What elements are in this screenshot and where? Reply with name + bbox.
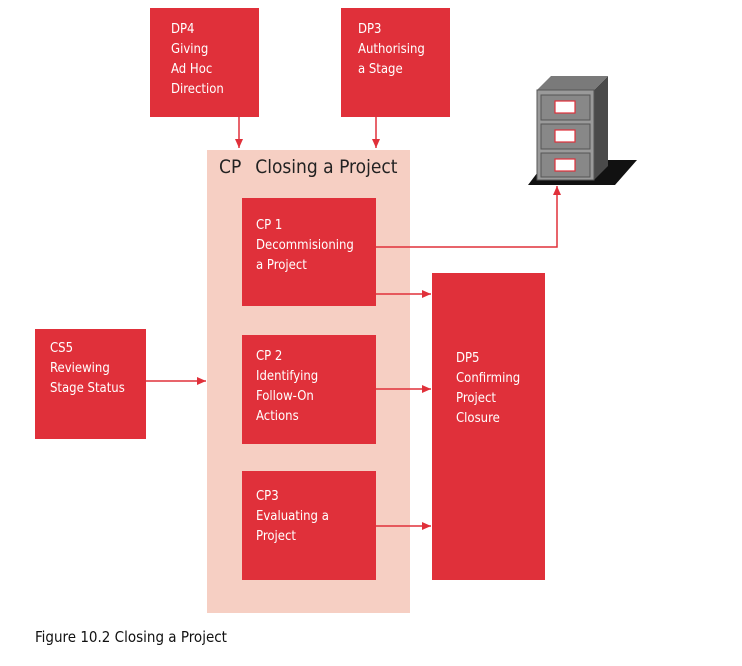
cp1-line-2: a Project bbox=[256, 258, 307, 273]
dp5-line-3: Closure bbox=[456, 411, 500, 426]
dp4-line-3: Direction bbox=[171, 82, 224, 97]
cp2-line-1: Identifying bbox=[256, 369, 319, 384]
process-box-dp3: DP3 Authorising a Stage bbox=[341, 8, 450, 117]
filing-cabinet-icon bbox=[528, 76, 637, 185]
cs5-line-2: Stage Status bbox=[50, 381, 125, 396]
cp2-line-2: Follow-On bbox=[256, 389, 314, 404]
dp3-line-2: a Stage bbox=[358, 62, 403, 77]
process-box-cp1: CP 1 Decommisioning a Project bbox=[242, 198, 376, 306]
dp5-line-code: DP5 bbox=[456, 351, 480, 366]
cp-container-code: CP bbox=[219, 156, 242, 178]
cp2-line-3: Actions bbox=[256, 409, 299, 424]
figure-caption: Figure 10.2 Closing a Project bbox=[35, 628, 227, 646]
dp3-line-code: DP3 bbox=[358, 22, 382, 37]
dp4-line-2: Ad Hoc bbox=[171, 62, 213, 77]
cp3-line-2: Project bbox=[256, 529, 296, 544]
process-box-cp3: CP3 Evaluating a Project bbox=[242, 471, 376, 580]
cs5-line-code: CS5 bbox=[50, 341, 74, 356]
arrow-cp1-to-archive bbox=[376, 186, 561, 248]
dp3-line-1: Authorising bbox=[358, 42, 425, 57]
cp3-line-code: CP3 bbox=[256, 489, 279, 504]
cp2-line-code: CP 2 bbox=[256, 349, 283, 364]
cp1-line-1: Decommisioning bbox=[256, 238, 354, 253]
cs5-line-1: Reviewing bbox=[50, 361, 110, 376]
process-box-dp4: DP4 Giving Ad Hoc Direction bbox=[150, 8, 259, 117]
dp4-line-1: Giving bbox=[171, 42, 209, 57]
cp3-line-1: Evaluating a bbox=[256, 509, 329, 524]
process-box-dp5: DP5 Confirming Project Closure bbox=[432, 273, 545, 580]
process-box-cs5: CS5 Reviewing Stage Status bbox=[35, 329, 146, 439]
cp1-line-code: CP 1 bbox=[256, 218, 283, 233]
cp-container-title: CP Closing a Project bbox=[219, 156, 397, 178]
process-box-cp2: CP 2 Identifying Follow-On Actions bbox=[242, 335, 376, 444]
cp-container-name: Closing a Project bbox=[255, 156, 398, 178]
dp5-line-1: Confirming bbox=[456, 371, 521, 386]
dp4-line-code: DP4 bbox=[171, 22, 195, 37]
dp5-line-2: Project bbox=[456, 391, 496, 406]
